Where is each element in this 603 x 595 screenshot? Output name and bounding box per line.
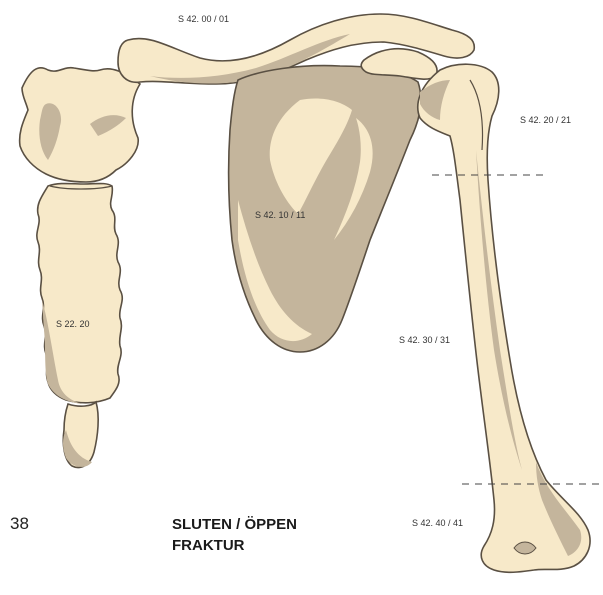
humerus-bone [418, 64, 590, 572]
page-title-line-1: SLUTEN / ÖPPEN [172, 516, 297, 533]
scapula-code-label: S 42. 10 / 11 [255, 210, 305, 220]
sternum-manubrium [20, 68, 140, 182]
upper-humerus-code-label: S 42. 20 / 21 [520, 115, 571, 125]
page-title-line-2: FRAKTUR [172, 537, 245, 554]
acromion [361, 49, 437, 79]
humerus-shaft-code-label: S 42. 30 / 31 [399, 335, 450, 345]
scapula [229, 49, 437, 352]
lower-humerus-code-label: S 42. 40 / 41 [412, 518, 463, 528]
sternum-code-label: S 22. 20 [56, 319, 90, 329]
sternum [20, 68, 140, 468]
page-number: 38 [10, 514, 29, 534]
clavicle-code-label: S 42. 00 / 01 [178, 14, 229, 24]
humerus [418, 64, 590, 572]
